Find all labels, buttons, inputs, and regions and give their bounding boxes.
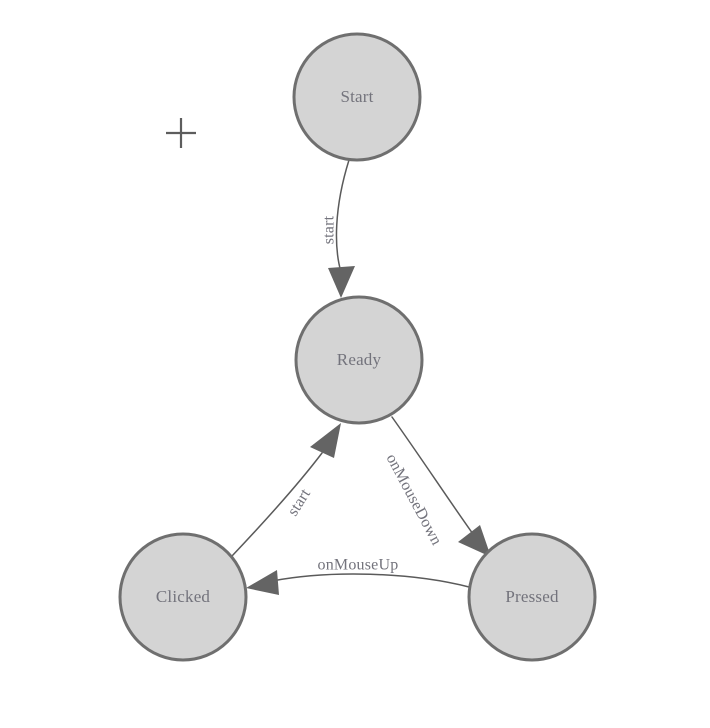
edge-label-start-to-ready: start	[321, 215, 338, 244]
edge-ready-to-pressed[interactable]: onMouseDown	[383, 416, 491, 557]
node-clicked[interactable]: Clicked	[118, 532, 248, 662]
node-ready[interactable]: Ready	[294, 295, 424, 425]
node-start[interactable]: Start	[292, 32, 422, 162]
node-ready-label: Ready	[337, 350, 382, 369]
edge-start-to-ready-path	[335, 159, 350, 273]
node-pressed-label: Pressed	[505, 587, 559, 606]
node-start-label: Start	[340, 87, 373, 106]
node-pressed-circle[interactable]	[467, 532, 597, 662]
edge-label-ready-to-pressed: onMouseDown	[383, 451, 445, 548]
node-ready-circle[interactable]	[294, 295, 424, 425]
edge-clicked-to-ready-arrowhead	[310, 423, 341, 458]
node-clicked-label: Clicked	[156, 587, 211, 606]
node-start-circle[interactable]	[292, 32, 422, 162]
edge-pressed-to-clicked[interactable]: onMouseUp	[246, 557, 470, 595]
edge-label-pressed-to-clicked: onMouseUp	[318, 557, 399, 574]
edge-pressed-to-clicked-path	[271, 573, 470, 588]
edge-start-to-ready-arrowhead	[328, 266, 355, 298]
edge-clicked-to-ready-path	[231, 452, 323, 557]
plus-crosshair-icon	[166, 118, 196, 148]
edge-ready-to-pressed-arrowhead	[458, 525, 491, 557]
edge-pressed-to-clicked-arrowhead	[246, 570, 279, 595]
node-pressed[interactable]: Pressed	[467, 532, 597, 662]
edge-clicked-to-ready[interactable]: start	[231, 423, 341, 557]
edge-ready-to-pressed-path	[391, 416, 479, 542]
edge-label-clicked-to-ready: start	[285, 486, 315, 520]
node-clicked-circle[interactable]	[118, 532, 248, 662]
edge-start-to-ready[interactable]: start	[321, 159, 355, 298]
